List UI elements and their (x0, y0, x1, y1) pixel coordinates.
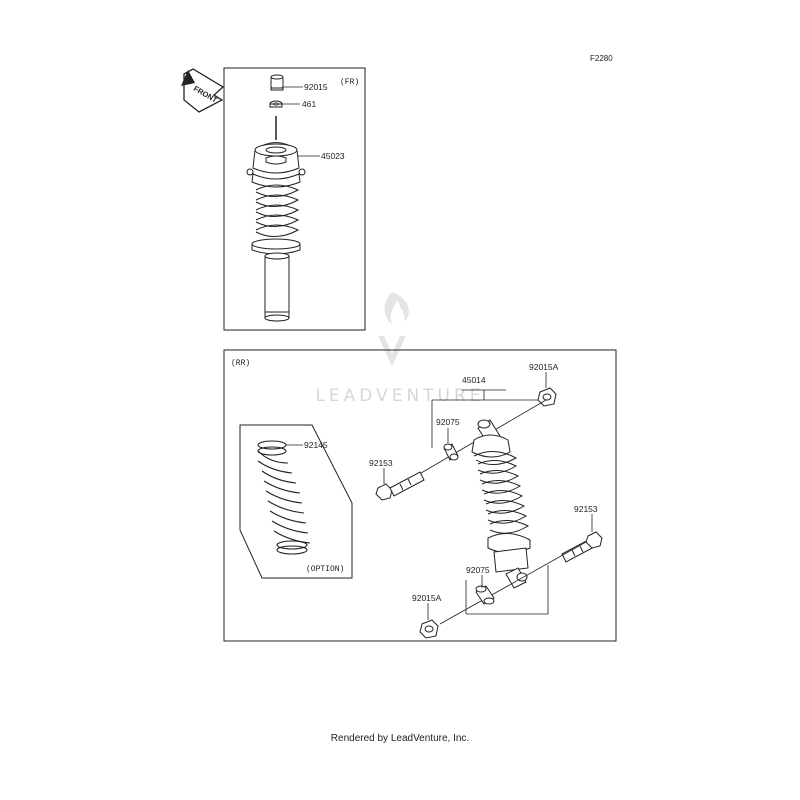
front-section-frame (223, 67, 366, 331)
rear-section-label: (RR) (231, 359, 250, 368)
rear-section-frame (223, 349, 617, 642)
nut-92015a-bottom (419, 619, 439, 639)
collar-92075-bottom (475, 585, 495, 605)
part-label-45023: 45023 (321, 151, 345, 161)
part-label-92015a-top: 92015A (529, 362, 559, 372)
option-spring-box: (OPTION) 92145 (239, 424, 353, 579)
part-label-92153-right: 92153 (574, 504, 598, 514)
front-shock-section: (FR) 92015 461 (223, 67, 366, 331)
assembly-bracket-45014 (431, 389, 549, 615)
part-label-92015a-bottom: 92015A (412, 593, 442, 603)
part-label-92075-top: 92075 (436, 417, 460, 427)
front-shock-45023 (246, 116, 306, 322)
part-label-45014: 45014 (462, 375, 486, 385)
part-label-92075-bottom: 92075 (466, 565, 490, 575)
washer-461 (269, 100, 283, 108)
bolt-92153-left (375, 471, 425, 501)
nut-92015a-top (537, 387, 557, 407)
part-label-461: 461 (302, 99, 316, 109)
footer-credit: Rendered by LeadVenture, Inc. (330, 733, 470, 744)
rear-shock-45014 (471, 419, 531, 589)
part-label-92015: 92015 (304, 82, 328, 92)
watermark-text: LEADVENTURE (315, 386, 484, 406)
spring-92145 (257, 440, 311, 555)
option-label: (OPTION) (306, 565, 344, 574)
figure-reference: F2280 (590, 54, 613, 63)
part-label-92145: 92145 (304, 440, 328, 450)
front-section-label: (FR) (340, 78, 359, 87)
bolt-92153-right (561, 531, 603, 563)
leadventure-watermark: LEADVENTURE (315, 292, 484, 406)
part-label-92153-left: 92153 (369, 458, 393, 468)
front-arrow-icon: FRONT (181, 68, 225, 113)
nut-92015 (270, 74, 284, 91)
rear-shock-section: (RR) (OPTION) 92145 (223, 349, 617, 642)
collar-92075-top (443, 443, 459, 461)
